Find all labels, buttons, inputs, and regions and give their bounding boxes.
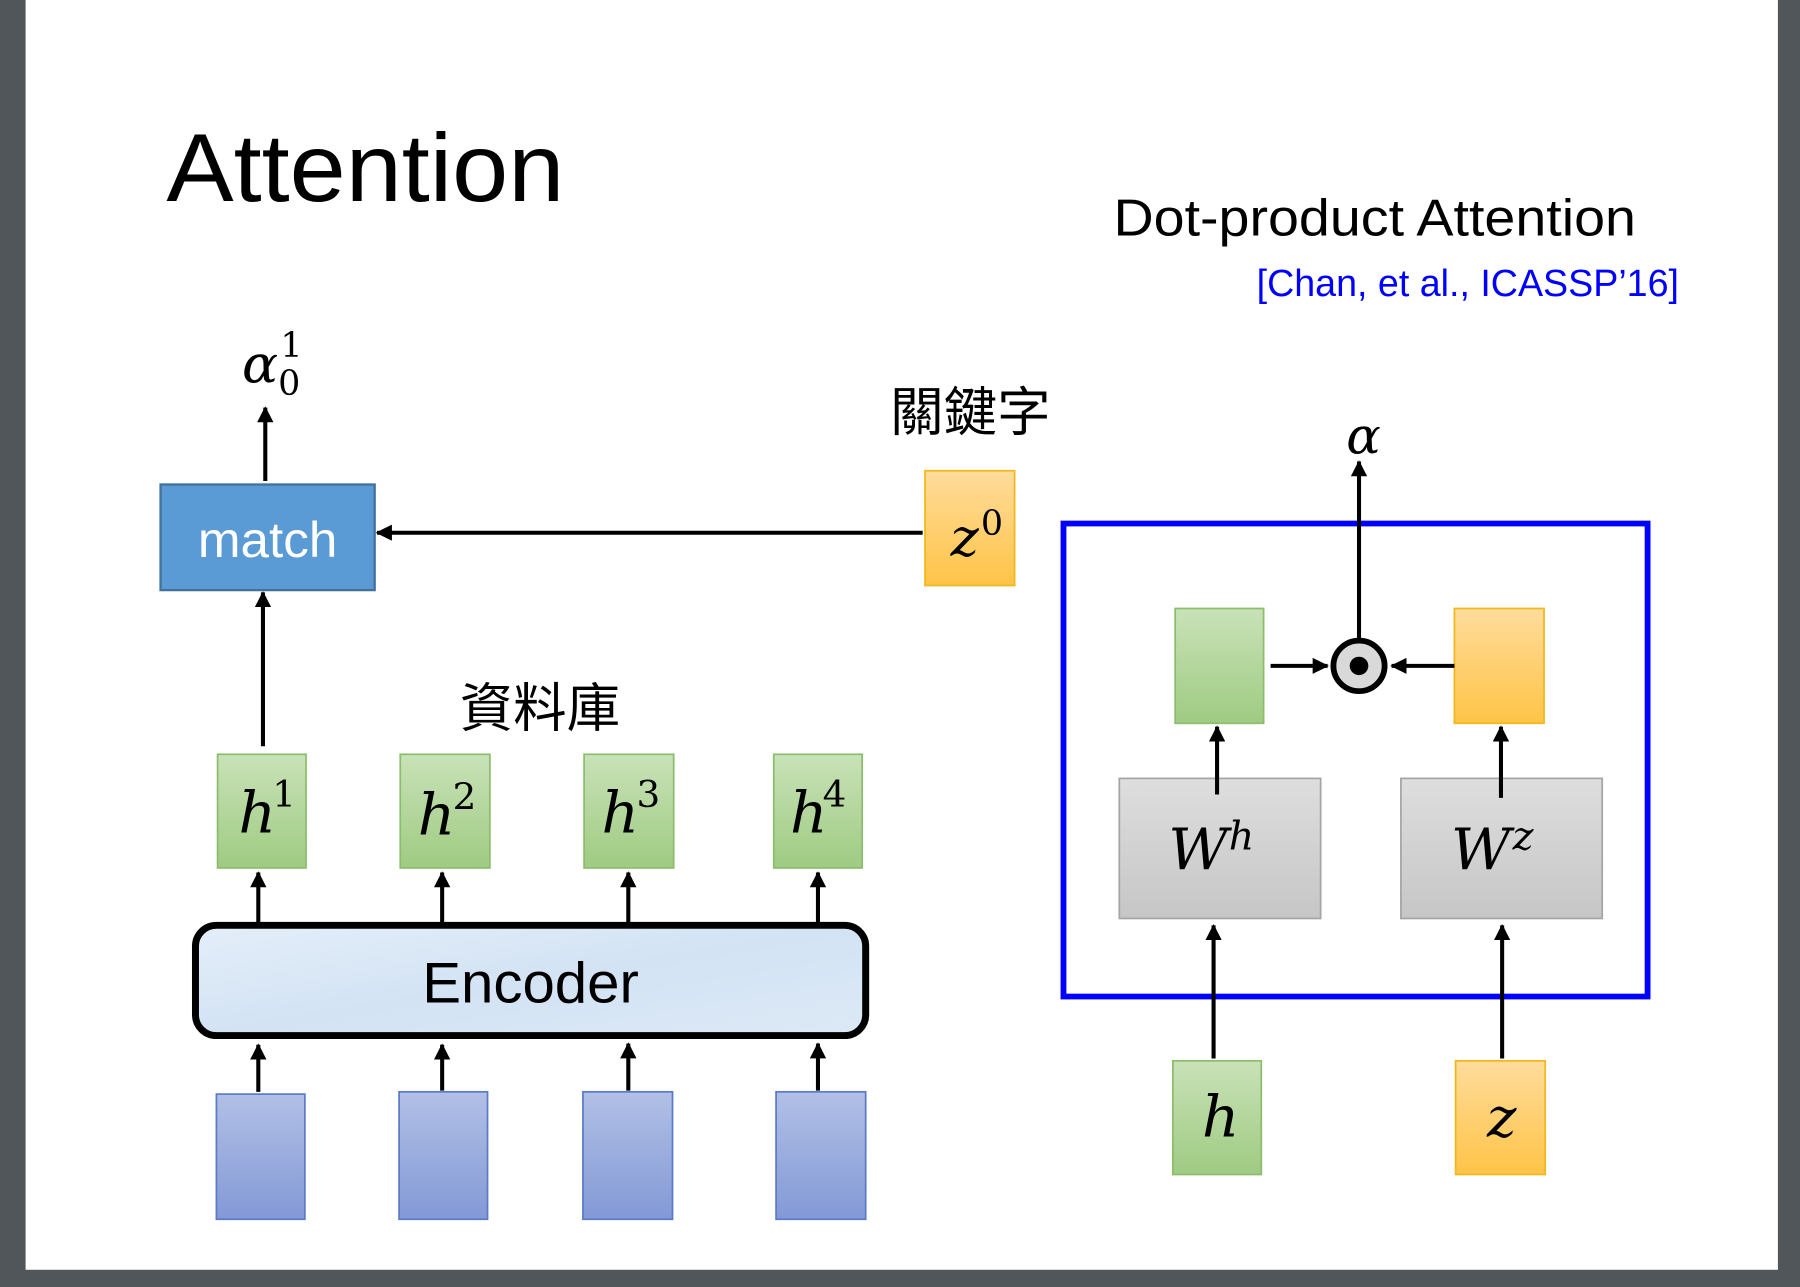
match-box: [159, 483, 376, 592]
input-z-box: [1454, 1059, 1547, 1176]
hidden-state-symbol: h: [790, 779, 827, 847]
input-box: [582, 1090, 674, 1221]
hidden-state-box: [772, 753, 864, 869]
slide-subtitle: Dot-product Attention: [1114, 190, 1636, 248]
hidden-state-superscript: 3: [636, 773, 660, 816]
alpha-output-subscript: 0: [278, 364, 300, 404]
input-box: [775, 1090, 867, 1221]
query-box: [924, 469, 1016, 587]
weight-h-symbol: W: [1168, 815, 1232, 883]
attention-matching-diagram: α 1 0 match 關鍵字 z 0 資料庫 h 1 h 2 h 3: [159, 326, 1051, 1221]
input-box: [215, 1093, 306, 1221]
citation: [Chan, et al., ICASSP’16]: [1257, 262, 1679, 305]
attention-module-frame: [1060, 520, 1651, 1000]
slide-title: Attention: [166, 114, 564, 222]
dot-product-operator-icon: [1330, 637, 1388, 695]
query-symbol: z: [950, 507, 980, 569]
transformed-h-box: [1174, 607, 1265, 725]
dot-product-attention-diagram: α W h W z h z: [1060, 407, 1651, 1176]
hidden-state-3: h 3: [583, 753, 675, 869]
weight-z-superscript: z: [1512, 815, 1534, 860]
hidden-state-box: [216, 753, 307, 869]
match-label: match: [198, 511, 337, 568]
weight-h-box: [1118, 777, 1322, 920]
weight-h-superscript: h: [1229, 815, 1254, 860]
hidden-state-2: h 2: [399, 753, 491, 869]
query-superscript: 0: [981, 504, 1003, 544]
hidden-state-superscript: 4: [823, 773, 847, 816]
weight-z-symbol: W: [1451, 815, 1515, 883]
hidden-state-symbol: h: [418, 781, 455, 849]
encoder-box: [191, 921, 870, 1040]
input-h-symbol: h: [1202, 1083, 1239, 1151]
input-z-symbol: z: [1486, 1087, 1517, 1151]
hidden-state-4: h 4: [772, 753, 864, 869]
database-caption: 資料庫: [460, 678, 621, 740]
hidden-state-box: [583, 753, 675, 869]
hidden-state-symbol: h: [602, 779, 639, 847]
hidden-state-1: h 1: [216, 753, 307, 869]
query-caption: 關鍵字: [890, 382, 1051, 444]
input-box: [398, 1090, 489, 1221]
hidden-state-superscript: 1: [272, 773, 296, 816]
alpha-output-symbol: α: [1346, 407, 1381, 466]
hidden-state-superscript: 2: [453, 776, 477, 819]
weight-z-box: [1400, 777, 1604, 920]
hidden-state-box: [399, 753, 491, 869]
hidden-state-symbol: h: [239, 779, 276, 847]
input-h-box: [1171, 1059, 1263, 1176]
alpha-output-symbol: α: [242, 334, 278, 396]
alpha-output-superscript: 1: [280, 326, 302, 366]
transformed-z-box: [1453, 607, 1545, 725]
encoder-label: Encoder: [422, 952, 639, 1016]
